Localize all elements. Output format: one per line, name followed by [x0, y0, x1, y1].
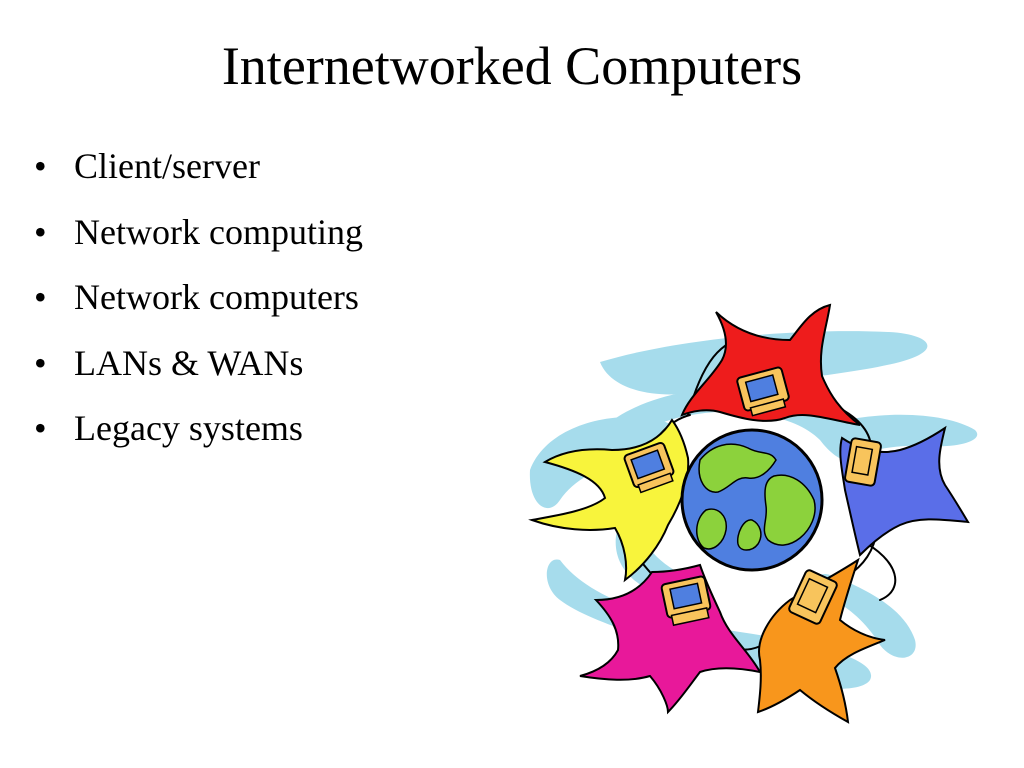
- bullet-dot-icon: •: [34, 277, 47, 317]
- globe-icon: [680, 428, 824, 572]
- bullet-item: • Network computing: [30, 212, 363, 252]
- magenta-star: [579, 563, 762, 715]
- bullet-text: Legacy systems: [74, 408, 303, 448]
- bullet-item: • Legacy systems: [30, 408, 363, 448]
- bullet-text: Network computers: [74, 277, 359, 317]
- bullet-list: • Client/server • Network computing • Ne…: [30, 146, 363, 474]
- computer-icon: [623, 441, 675, 494]
- bullet-item: • Client/server: [30, 146, 363, 186]
- computer-icon: [736, 366, 790, 417]
- bullet-text: LANs & WANs: [74, 342, 304, 383]
- bullet-dot-icon: •: [34, 408, 47, 448]
- bullet-dot-icon: •: [34, 146, 47, 186]
- bullet-item: • LANs & WANs: [30, 343, 363, 383]
- red-star: [680, 303, 861, 426]
- orange-star: [756, 557, 886, 724]
- bullet-item: • Network computers: [30, 277, 363, 317]
- computer-icon: [844, 437, 882, 487]
- bullet-dot-icon: •: [34, 211, 47, 252]
- bullet-text: Network computing: [74, 211, 363, 252]
- bullet-text: Client/server: [74, 146, 260, 186]
- networked-globe-clipart-icon: [528, 303, 978, 724]
- slide-title: Internetworked Computers: [221, 36, 803, 96]
- computer-icon: [788, 569, 838, 625]
- bullet-dot-icon: •: [34, 342, 47, 383]
- computer-icon: [660, 575, 712, 627]
